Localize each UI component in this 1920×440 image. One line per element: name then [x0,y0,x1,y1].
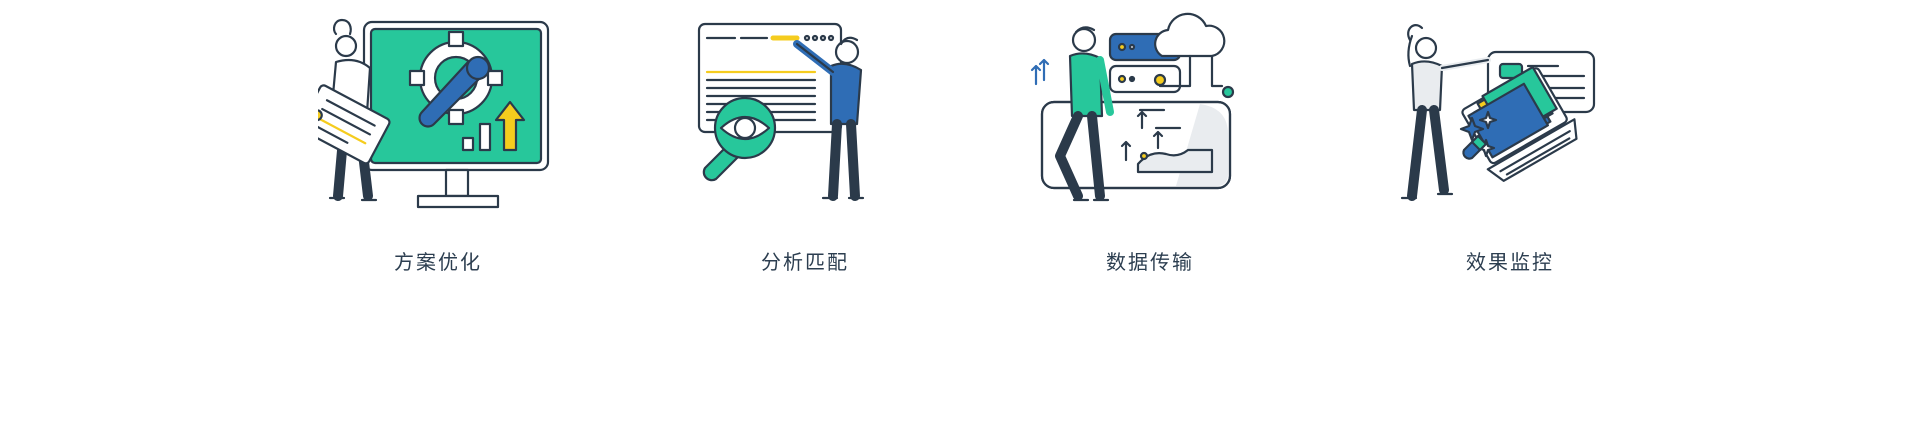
effect-monitoring-illustration [1400,24,1596,201]
feature-label: 方案优化 [394,250,482,274]
feature-data-transfer[interactable]: 数据传输 [1030,0,1270,290]
feature-label: 分析匹配 [761,250,849,274]
data-transfer-illustration [1030,12,1235,202]
feature-plan-optimization[interactable]: 方案优化 [318,0,558,290]
plan-optimization-illustration [318,18,550,209]
feature-analysis-matching[interactable]: 分析匹配 [685,0,925,290]
feature-label: 效果监控 [1466,250,1554,274]
feature-effect-monitoring[interactable]: 效果监控 [1390,0,1630,290]
analysis-matching-illustration [697,22,865,201]
feature-label: 数据传输 [1106,250,1194,274]
